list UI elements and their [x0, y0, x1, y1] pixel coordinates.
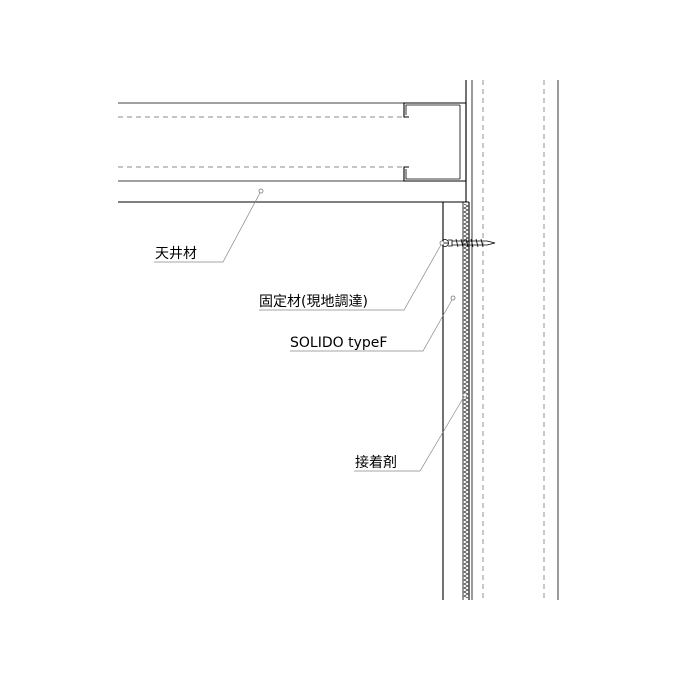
channel-top-inner — [405, 104, 460, 115]
channel-bottom-flange — [403, 166, 466, 182]
leader-solido-dot — [450, 295, 456, 301]
label-fixing: 固定材(現地調達) — [259, 294, 368, 310]
wall-structure — [465, 80, 559, 600]
leader-adhesive-dot — [462, 392, 468, 398]
label-solido: SOLIDO typeF — [290, 335, 387, 351]
solido-panel — [442, 202, 464, 600]
ceiling-assembly — [118, 102, 469, 203]
channel-bottom-inner — [405, 169, 460, 180]
adhesive-layer — [463, 203, 469, 599]
leader-fixing-dot — [439, 240, 445, 246]
leader-adhesive — [354, 394, 466, 472]
label-adhesive: 接着剤 — [355, 454, 397, 471]
leader-lines — [154, 188, 468, 472]
leader-ceiling-dot — [258, 188, 264, 194]
channel-top-flange — [403, 102, 466, 118]
label-ceiling: 天井材 — [155, 246, 197, 262]
leader-fixing — [259, 242, 443, 311]
leader-solido — [290, 297, 454, 352]
leader-ceiling — [154, 190, 262, 263]
